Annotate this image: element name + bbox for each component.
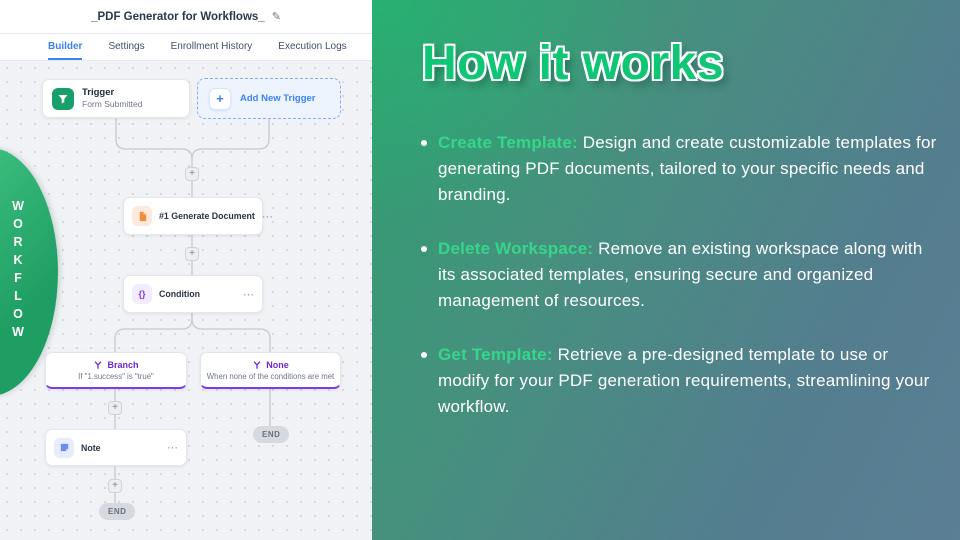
condition-label: Condition	[159, 289, 201, 299]
branch-icon	[95, 360, 102, 369]
end-pill-right: END	[253, 426, 290, 443]
plus-icon: +	[209, 87, 231, 110]
braces-icon: {}	[132, 284, 152, 304]
tab-execution-logs[interactable]: Execution Logs	[278, 40, 347, 52]
slide-panel: How it works Create Template: Design and…	[372, 0, 960, 540]
tab-builder[interactable]: Builder	[48, 34, 83, 60]
end-pill-bottom: END	[99, 503, 136, 520]
workflow-tabbar: Builder Settings Enrollment History Exec…	[0, 34, 372, 61]
trigger-funnel-icon	[52, 87, 74, 110]
bullet-lead-create-template: Create Template:	[438, 133, 578, 152]
slide-title: How it works	[422, 37, 725, 90]
add-new-trigger-button[interactable]: + Add New Trigger	[197, 78, 341, 119]
bullet-lead-get-template: Get Template:	[438, 345, 553, 364]
note-card[interactable]: Note ⋯	[45, 429, 187, 466]
bullet-lead-delete-workspace: Delete Workspace:	[438, 239, 594, 258]
trigger-subtitle: Form Submitted	[82, 99, 143, 109]
note-label: Note	[81, 442, 101, 453]
condition-menu-icon[interactable]: ⋯	[243, 288, 254, 301]
document-icon	[132, 206, 152, 226]
branch-title: Branch	[107, 359, 139, 370]
workflow-ribbon-label: WORKFLOW	[11, 199, 25, 343]
add-step-button-3[interactable]: +	[108, 401, 122, 415]
branch-card-none[interactable]: None When none of the conditions are met	[200, 352, 341, 389]
trigger-title: Trigger	[82, 87, 115, 98]
feature-list: Create Template: Design and create custo…	[421, 130, 938, 448]
bullet-text: Retrieve a pre-designed template to use …	[438, 345, 930, 416]
add-step-button-4[interactable]: +	[108, 479, 122, 493]
branch-subtitle: If "1.success" is "true"	[78, 371, 154, 381]
condition-card[interactable]: {} Condition ⋯	[123, 275, 263, 313]
workflow-builder-panel: _PDF Generator for Workflows_ ✎ Builder …	[0, 0, 372, 540]
tab-enrollment-history[interactable]: Enrollment History	[170, 40, 253, 52]
branch-head: None	[252, 360, 289, 370]
action-label: #1 Generate Document	[159, 211, 255, 221]
tab-settings[interactable]: Settings	[108, 40, 145, 52]
none-branch-subtitle: When none of the conditions are met	[206, 371, 335, 381]
edit-pencil-icon[interactable]: ✎	[271, 11, 281, 23]
note-menu-icon[interactable]: ⋯	[167, 442, 178, 454]
list-item: Create Template: Design and create custo…	[421, 130, 938, 208]
trigger-text: Trigger Form Submitted	[82, 87, 142, 110]
none-branch-title: None	[266, 359, 289, 370]
branch-head: Branch	[93, 359, 139, 370]
workflow-title: _PDF Generator for Workflows_	[91, 10, 265, 23]
list-item: Delete Workspace: Remove an existing wor…	[421, 236, 938, 314]
trigger-card[interactable]: Trigger Form Submitted	[42, 79, 190, 118]
workflow-header: _PDF Generator for Workflows_ ✎	[0, 0, 372, 34]
action-menu-icon[interactable]: ⋯	[261, 210, 273, 223]
bullet-text: Design and create customizable templates…	[438, 133, 937, 204]
note-icon	[54, 437, 74, 458]
list-item: Get Template: Retrieve a pre-designed te…	[421, 342, 938, 420]
add-step-button-2[interactable]: +	[185, 247, 199, 261]
add-new-trigger-label: Add New Trigger	[240, 93, 316, 104]
action-card-generate-document[interactable]: #1 Generate Document ⋯	[123, 197, 273, 235]
workflow-canvas[interactable]: Trigger Form Submitted + Add New Trigger…	[0, 61, 372, 540]
branch-icon	[253, 360, 261, 369]
add-step-button-1[interactable]: +	[185, 167, 199, 181]
branch-card-true[interactable]: Branch If "1.success" is "true"	[45, 352, 187, 389]
bullet-text: Remove an existing workspace along with …	[438, 239, 923, 310]
